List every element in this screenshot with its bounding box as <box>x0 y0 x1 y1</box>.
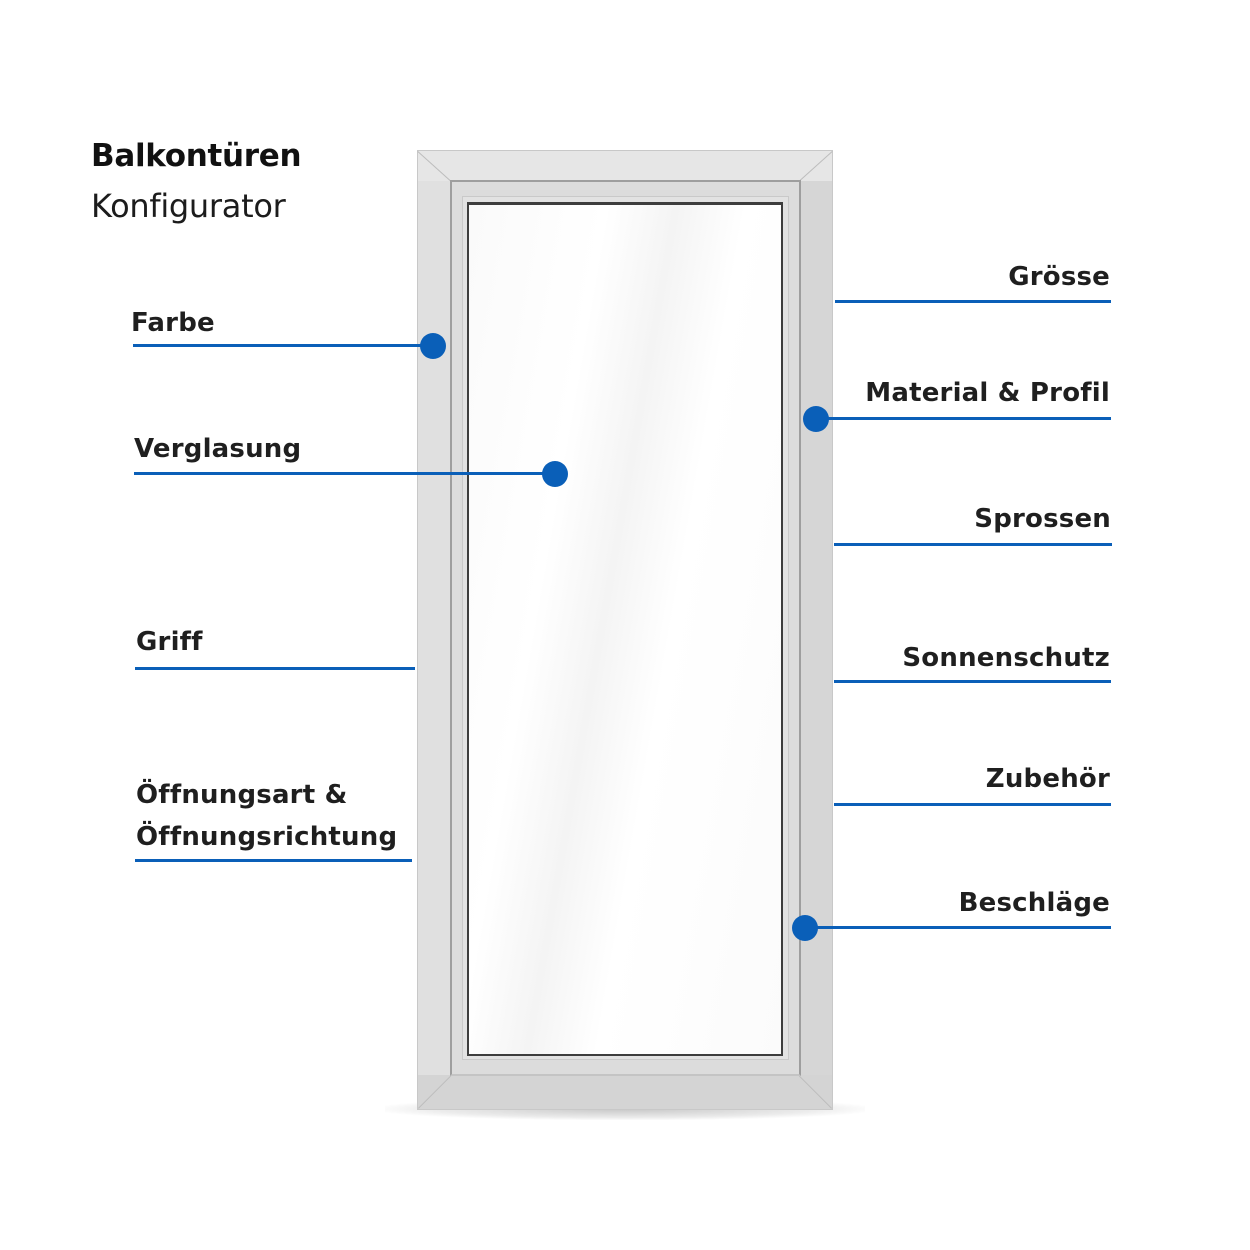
frame-head <box>418 151 832 181</box>
hotspot-dot[interactable] <box>420 333 446 359</box>
hotspot-dot[interactable] <box>792 915 818 941</box>
callout-line <box>816 417 1111 420</box>
callout-line <box>834 543 1112 546</box>
page-subtitle: Konfigurator <box>91 187 286 225</box>
callout-line <box>135 667 415 670</box>
callout-line <box>834 680 1111 683</box>
callout-label[interactable]: Beschläge <box>958 888 1110 918</box>
callout-label[interactable]: Sprossen <box>974 504 1111 534</box>
hotspot-dot[interactable] <box>542 461 568 487</box>
callout-line <box>134 472 556 475</box>
callout-label[interactable]: Verglasung <box>134 434 302 464</box>
callout-line <box>805 926 1111 929</box>
callout-line <box>133 344 433 347</box>
callout-line <box>835 300 1111 303</box>
callout-label[interactable]: Öffnungsart & <box>136 780 348 810</box>
frame-left-jamb <box>418 151 451 1109</box>
callout-label[interactable]: Öffnungsrichtung <box>136 822 398 852</box>
callout-label[interactable]: Griff <box>136 627 203 657</box>
callout-line <box>834 803 1111 806</box>
callout-label[interactable]: Material & Profil <box>865 378 1110 408</box>
callout-label[interactable]: Zubehör <box>985 764 1110 794</box>
frame-sill <box>418 1075 832 1109</box>
frame-right-jamb <box>799 151 832 1109</box>
glass-pane <box>467 202 783 1056</box>
callout-line <box>135 859 412 862</box>
callout-label[interactable]: Grösse <box>1008 262 1110 292</box>
hotspot-dot[interactable] <box>803 406 829 432</box>
callout-label[interactable]: Farbe <box>131 308 215 338</box>
page-title: Balkontüren <box>91 138 302 174</box>
callout-label[interactable]: Sonnenschutz <box>902 643 1110 673</box>
